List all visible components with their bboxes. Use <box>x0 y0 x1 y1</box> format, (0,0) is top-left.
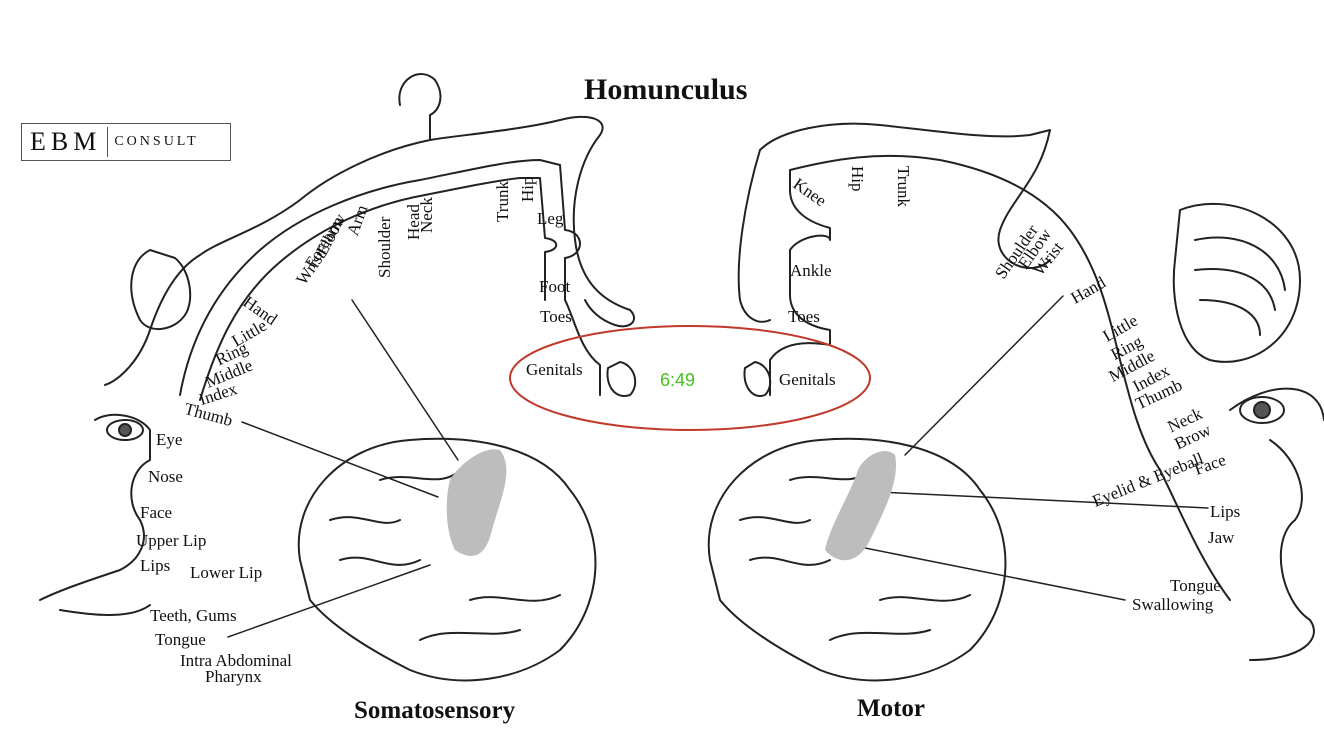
sensory-brain <box>297 437 597 682</box>
sensory-label-neck: Neck <box>417 197 436 233</box>
sensory-figure <box>398 73 635 328</box>
motor-label-ankle: Ankle <box>790 261 832 280</box>
sensory-label-leg: Leg <box>537 209 564 228</box>
sensory-label-genitals: Genitals <box>526 360 583 379</box>
somatosensory-heading: Somatosensory <box>354 697 516 724</box>
sensory-label-shoulder: Shoulder <box>375 216 394 278</box>
timer-readout: 6:49 <box>660 370 696 390</box>
sensory-label-lips: Lips <box>140 556 171 575</box>
sensory-label-tongue: Tongue <box>155 630 206 649</box>
motor-hand <box>1172 202 1301 363</box>
sensory-label-hip: Hip <box>518 176 537 203</box>
motor-label-genitals: Genitals <box>779 370 836 389</box>
sensory-cortex-strip <box>446 449 507 556</box>
sensory-label-eye: Eye <box>156 430 183 449</box>
sensory-label-foot: Foot <box>539 277 571 296</box>
sensory-label-teeth-gums: Teeth, Gums <box>150 606 237 625</box>
sensory-label-face: Face <box>140 503 173 522</box>
motor-cortex-strip <box>825 450 896 561</box>
sensory-hand <box>130 249 192 330</box>
sensory-label-lower-lip: Lower Lip <box>190 563 263 582</box>
sensory-cortex-inner <box>199 177 558 401</box>
motor-cortex-outline <box>769 154 1231 601</box>
motor-label-trunk: Trunk <box>894 166 913 207</box>
motor-label-swallowing: Swallowing <box>1132 595 1214 614</box>
motor-figure <box>759 122 1051 270</box>
motor-label-lips: Lips <box>1210 502 1241 521</box>
logo-main-text: EBM <box>22 127 109 157</box>
logo-sub-text: CONSULT <box>114 134 199 149</box>
sensory-label-intra-abdominal: Intra Abdominal <box>180 651 292 670</box>
motor-heading: Motor <box>857 695 926 722</box>
motor-label-hip: Hip <box>848 166 867 192</box>
sensory-cortex-outline <box>179 159 601 396</box>
sensory-face <box>39 413 151 616</box>
highlight-ellipse <box>509 325 871 431</box>
motor-face <box>1229 387 1324 661</box>
page-title: Homunculus <box>584 73 748 106</box>
sensory-label-upper-lip: Upper Lip <box>136 531 207 550</box>
motor-label-toes: Toes <box>788 307 820 326</box>
sensory-label-nose: Nose <box>148 467 183 486</box>
motor-label-tongue: Tongue <box>1170 576 1221 595</box>
motor-brain <box>707 437 1007 682</box>
sensory-label-pharynx: Pharynx <box>205 667 262 686</box>
motor-label-jaw: Jaw <box>1208 528 1235 547</box>
sensory-label-trunk: Trunk <box>493 181 512 222</box>
ebm-consult-logo: EBM CONSULT <box>21 123 231 161</box>
sensory-label-toes: Toes <box>540 307 572 326</box>
